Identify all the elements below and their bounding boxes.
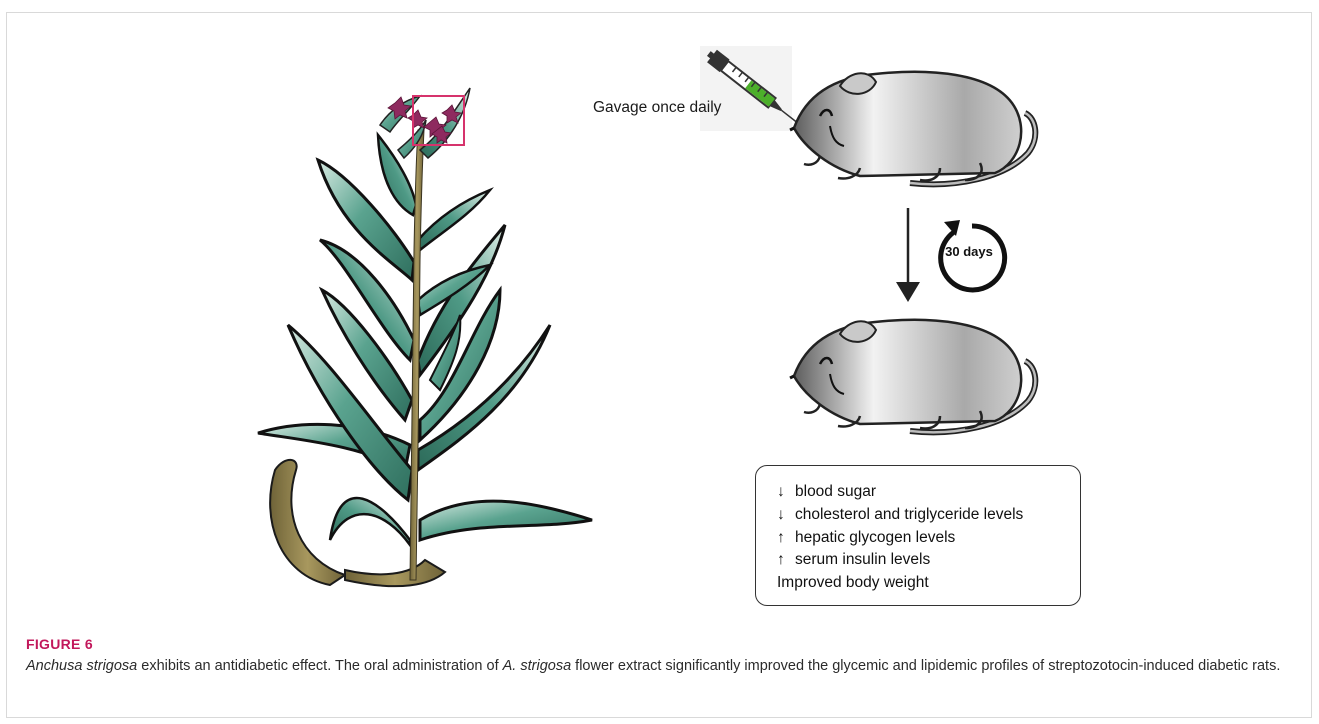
effect-item: Improved body weight — [777, 572, 1080, 595]
caption-text: flower extract significantly improved th… — [571, 658, 1280, 674]
caption-species-name: Anchusa strigosa — [26, 658, 137, 674]
rat-after-treatment — [790, 320, 1035, 432]
effects-box: ↓blood sugar ↓cholesterol and triglyceri… — [755, 465, 1081, 606]
down-arrow-icon — [896, 208, 920, 302]
syringe-icon — [700, 46, 802, 131]
caption-species-abbrev: A. strigosa — [503, 658, 572, 674]
effect-text: serum insulin levels — [795, 551, 930, 568]
rat-before-treatment — [790, 72, 1035, 184]
figure-illustration — [0, 0, 1319, 620]
cycle-duration-label: 30 days — [941, 244, 997, 259]
caption-text: exhibits an antidiabetic effect. The ora… — [137, 658, 502, 674]
gavage-label: Gavage once daily — [593, 99, 721, 117]
arrow-up-icon: ↑ — [777, 527, 795, 550]
effect-text: blood sugar — [795, 483, 876, 500]
effect-text: hepatic glycogen levels — [795, 529, 955, 546]
arrow-down-icon: ↓ — [777, 481, 795, 504]
arrow-down-icon: ↓ — [777, 504, 795, 527]
effect-text: Improved body weight — [777, 574, 929, 591]
anchusa-plant-illustration — [258, 88, 592, 586]
effect-text: cholesterol and triglyceride levels — [795, 506, 1023, 523]
effect-item: ↑serum insulin levels — [777, 549, 1080, 572]
arrow-up-icon: ↑ — [777, 549, 795, 572]
effect-item: ↓cholesterol and triglyceride levels — [777, 504, 1080, 527]
effect-item: ↑hepatic glycogen levels — [777, 527, 1080, 550]
figure-caption: Anchusa strigosa exhibits an antidiabeti… — [26, 656, 1286, 676]
effect-item: ↓blood sugar — [777, 481, 1080, 504]
figure-label: FIGURE 6 — [26, 636, 93, 652]
